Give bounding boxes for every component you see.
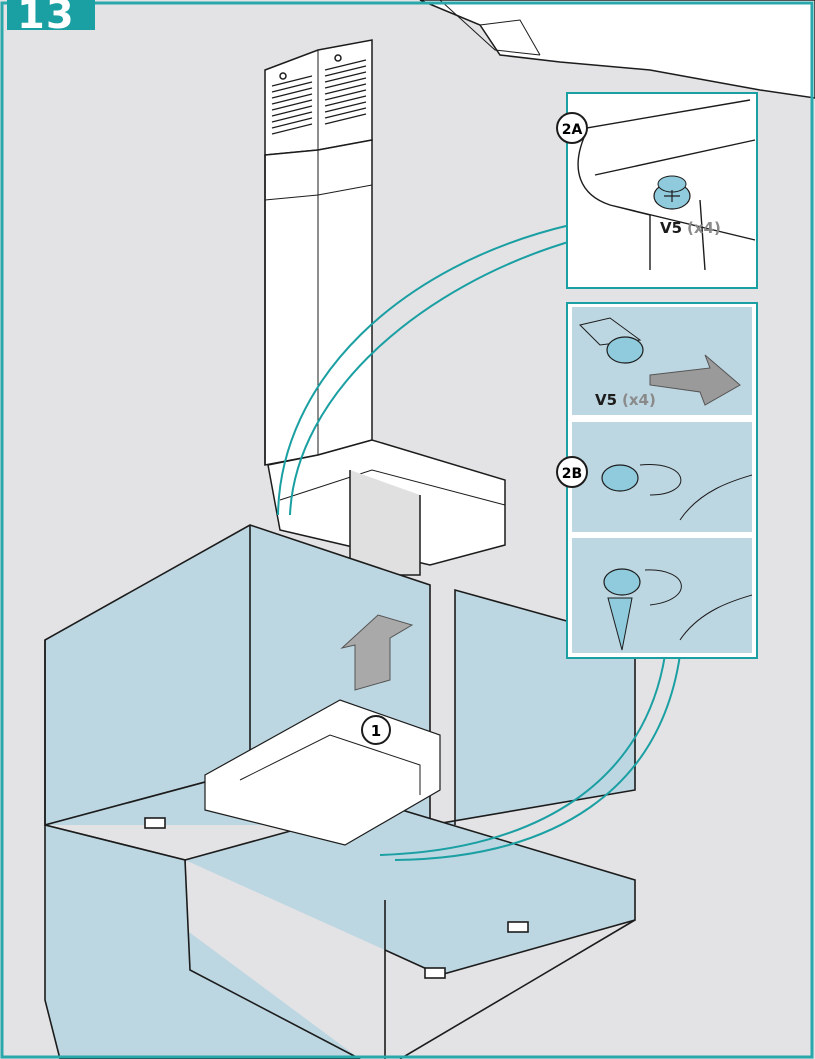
screw-code-2b: V5	[595, 391, 617, 409]
connector-2b-inner	[394, 654, 681, 861]
callout-2b-circle	[556, 456, 588, 488]
connector-2a	[277, 224, 571, 516]
arrow-diagonal-icon	[649, 354, 741, 406]
connector-2b	[379, 654, 666, 856]
step-number-badge: 13	[7, 0, 95, 30]
inset-2a	[566, 92, 758, 289]
callout-2a-circle	[556, 112, 588, 144]
inset-2b	[566, 302, 758, 659]
screwdriver-icon	[607, 597, 633, 651]
screw-qty-2a: (x4)	[687, 219, 721, 237]
callout-2b: 2B	[562, 466, 582, 482]
connector-2a-inner	[289, 239, 576, 516]
hood-body	[44, 524, 636, 1059]
arrow-up-icon	[340, 614, 414, 691]
callout-2a: 2A	[562, 122, 583, 138]
screw-code-2a: V5	[660, 219, 682, 237]
screw-qty-2b: (x4)	[622, 391, 656, 409]
ceiling-edge	[439, 0, 541, 56]
callout-1: 1	[371, 722, 381, 740]
callout-1-circle	[361, 715, 391, 745]
ceiling	[419, 0, 815, 99]
